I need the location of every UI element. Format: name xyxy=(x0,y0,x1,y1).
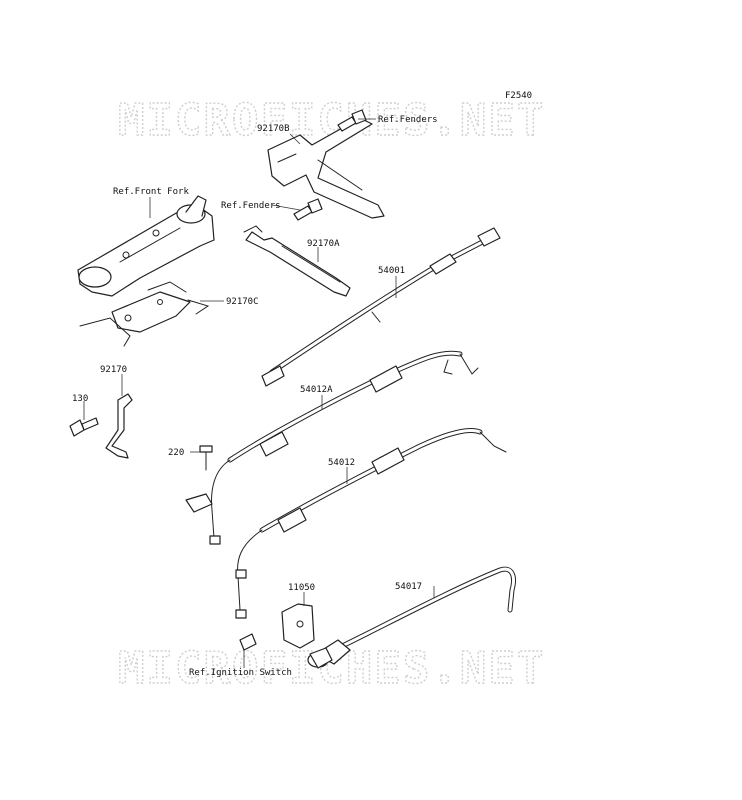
label-92170b: 92170B xyxy=(257,124,290,134)
label-92170c: 92170C xyxy=(226,297,259,307)
label-54012a: 54012A xyxy=(300,385,333,395)
bracket-92170a xyxy=(243,225,351,297)
label-54017: 54017 xyxy=(395,582,422,592)
label-ref-fenders-top: Ref.Fenders xyxy=(378,115,438,125)
figure-code: F2540 xyxy=(505,91,532,101)
clip-92170c xyxy=(79,281,210,347)
label-54012: 54012 xyxy=(328,458,355,468)
clamp-92170 xyxy=(105,393,133,459)
label-ref-fenders-mid: Ref.Fenders xyxy=(221,201,281,211)
label-54001: 54001 xyxy=(378,266,405,276)
leader-ref-fenders-mid xyxy=(271,204,301,211)
label-ref-front-fork: Ref.Front Fork xyxy=(113,187,189,197)
screw-ignition xyxy=(239,633,257,651)
bolt-130 xyxy=(69,417,99,437)
choke-knob xyxy=(307,647,333,669)
bolt-top xyxy=(337,109,367,132)
bracket-11050 xyxy=(281,603,315,649)
leader-92170b xyxy=(289,133,301,145)
label-92170: 92170 xyxy=(100,365,127,375)
label-11050: 11050 xyxy=(288,583,315,593)
label-92170a: 92170A xyxy=(307,239,340,249)
bolt-220 xyxy=(185,445,213,513)
label-220: 220 xyxy=(168,448,184,458)
cable-54001 xyxy=(261,227,501,387)
label-130: 130 xyxy=(72,394,88,404)
bolt-mid xyxy=(293,198,323,221)
label-ref-ignition-switch: Ref.Ignition Switch xyxy=(189,668,292,678)
cable-54012 xyxy=(235,428,507,619)
bracket-92170b xyxy=(267,117,385,219)
cable-54012a xyxy=(209,350,479,545)
front-fork-bracket xyxy=(77,195,215,297)
